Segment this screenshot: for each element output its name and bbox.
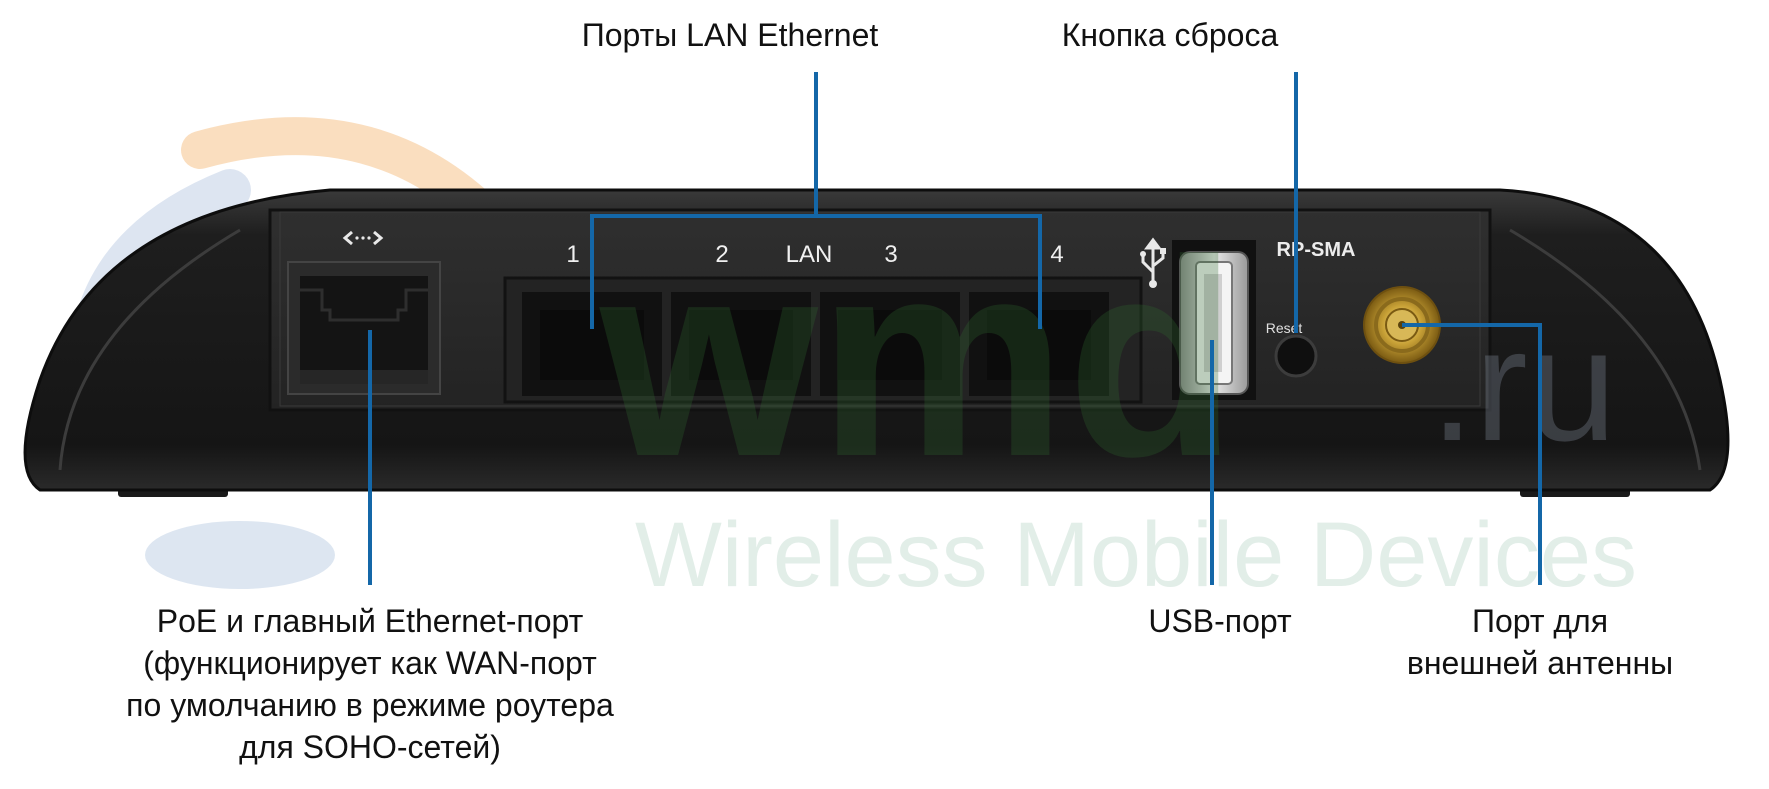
- callout-line-3: по умолчанию в режиме роутера: [126, 687, 614, 723]
- ethernet-arrows-icon: [342, 230, 384, 246]
- callout-text: Порты LAN Ethernet: [581, 17, 879, 53]
- lan-port-3: [820, 292, 960, 396]
- lan-label: LAN: [786, 241, 833, 268]
- watermark-logo-text: wmd: [596, 203, 1238, 515]
- rp-sma-label: RP-SMA: [1277, 239, 1356, 261]
- usb-port-callout: USB-порт: [1110, 600, 1330, 642]
- watermark-domain: .ru: [1430, 295, 1617, 474]
- callout-line-1: Порт для: [1471, 603, 1609, 639]
- callout-text: USB-порт: [1148, 603, 1292, 639]
- callout-text: Кнопка сброса: [1061, 17, 1279, 53]
- watermark-tagline: Wireless Mobile Devices: [635, 504, 1637, 606]
- reset-text: Reset: [1266, 320, 1303, 336]
- poe-port: [287, 230, 441, 395]
- usb-trident-icon: [1140, 237, 1166, 288]
- lan-port-4: [969, 292, 1109, 396]
- callout-line-2: (функционирует как WAN-порт: [143, 645, 597, 681]
- lan-port-number: 4: [1050, 241, 1063, 268]
- callout-line-2: внешней антенны: [1406, 645, 1674, 681]
- callout-line-lan-bracket: [590, 214, 1042, 329]
- callout-lines: [368, 72, 1542, 585]
- lan-ports-callout: Порты LAN Ethernet: [560, 14, 900, 56]
- antenna-port-callout: Порт для внешней антенны: [1370, 600, 1710, 684]
- reset-button: [1274, 334, 1318, 378]
- lan-port-number: 1: [566, 241, 579, 268]
- callout-line-4: для SOHO-сетей): [239, 729, 501, 765]
- callout-line-1: PoE и главный Ethernet-порт: [156, 603, 584, 639]
- lan-port-number: 2: [715, 241, 728, 268]
- lan-port-2: [671, 292, 811, 396]
- lan-port-number: 3: [884, 241, 897, 268]
- reset-button-callout: Кнопка сброса: [1040, 14, 1300, 56]
- poe-port-callout: PoE и главный Ethernet-порт (функциониру…: [60, 600, 680, 768]
- callout-line-antenna: [1402, 323, 1542, 585]
